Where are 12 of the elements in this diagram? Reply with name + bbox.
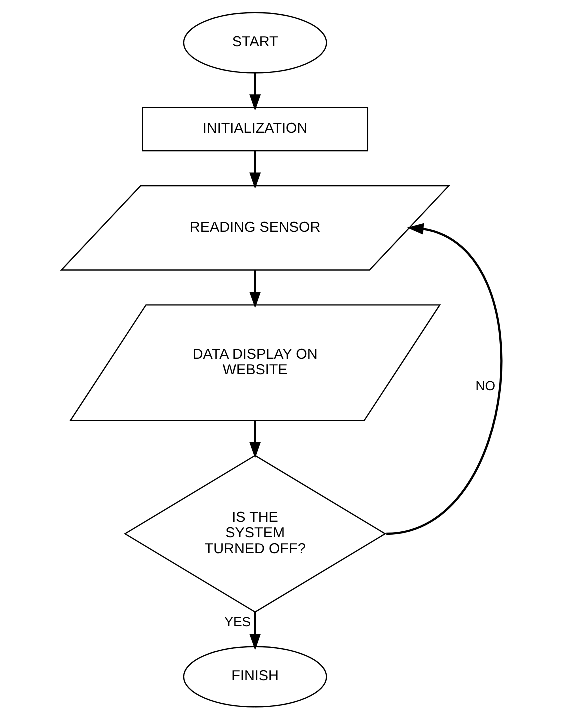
arrow xyxy=(386,223,502,536)
arrow xyxy=(249,73,261,111)
node-box: INITIALIZATION xyxy=(142,107,368,152)
arrow xyxy=(249,270,261,308)
node-ellipse: FINISH xyxy=(182,646,327,708)
arrow xyxy=(249,420,261,459)
node-ellipse: START xyxy=(182,12,327,74)
arrow xyxy=(249,152,261,190)
edge-label: YES xyxy=(224,614,251,630)
node-diamond: IS THE SYSTEM TURNED OFF? xyxy=(124,455,386,613)
arrow xyxy=(249,612,261,650)
edge-label: NO xyxy=(475,378,496,394)
